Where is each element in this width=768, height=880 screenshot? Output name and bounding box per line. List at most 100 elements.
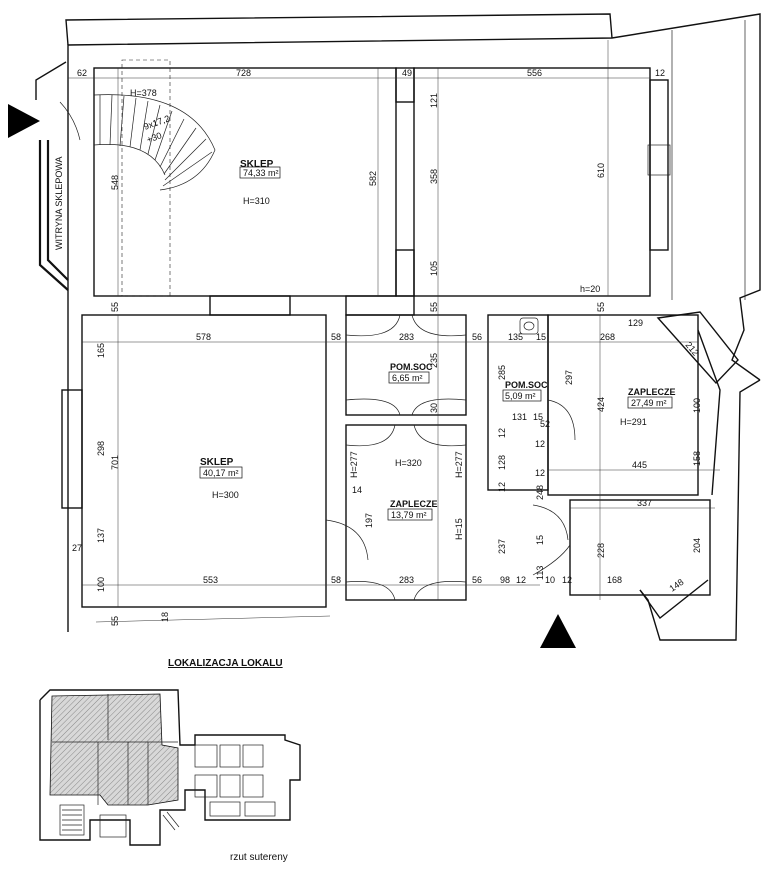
door-arc <box>532 544 571 576</box>
area-box <box>502 389 542 402</box>
wall-segment-2 <box>345 295 415 316</box>
room-area: 5,09 m² <box>505 391 536 401</box>
dimension: 204 <box>692 538 702 553</box>
room-height: H=310 <box>243 196 270 206</box>
dimension: 98 <box>500 575 510 585</box>
room-name: SKLEP <box>200 457 234 468</box>
zaplecze-right-wall <box>697 329 721 496</box>
dimension: 556 <box>527 68 542 78</box>
door-arc <box>345 398 401 416</box>
dimension: 14 <box>352 485 362 495</box>
stairs-label: 9x17,2 <box>142 113 171 132</box>
dimension: 548 <box>110 175 120 190</box>
pillar-bottom <box>395 249 415 297</box>
dimension: 728 <box>236 68 251 78</box>
lower-bay <box>639 579 709 620</box>
entrance-arrow-icon <box>8 104 40 138</box>
dimension: 12 <box>535 439 545 449</box>
dimension: 701 <box>110 455 120 470</box>
locator-title: LOKALIZACJA LOKALU <box>168 658 283 669</box>
dimension: 283 <box>399 575 414 585</box>
door-arc <box>345 581 396 601</box>
dimension: 113 <box>535 566 545 580</box>
dimension: 424 <box>596 397 606 412</box>
dimension: 12 <box>562 575 572 585</box>
room-name: SKLEP <box>240 159 274 170</box>
dimension: 105 <box>429 261 439 276</box>
dimension: 15 <box>536 332 546 342</box>
door-arc <box>532 504 569 541</box>
dimension: 297 <box>564 370 574 385</box>
dimension: 610 <box>596 163 606 178</box>
dimension: 121 <box>429 93 439 108</box>
room-name: POM.SOC <box>390 362 433 372</box>
door-arc <box>59 101 81 141</box>
outer-wall <box>67 13 761 632</box>
dimension: 578 <box>196 332 211 342</box>
locator-section: LOKALIZACJA LOKALU <box>39 658 301 863</box>
area-box <box>388 371 430 384</box>
window-pillar <box>647 144 671 176</box>
dimension: 237 <box>497 539 507 554</box>
outer-wall-right <box>639 379 761 641</box>
dimension: 12 <box>497 482 507 492</box>
room-height: H=300 <box>212 490 239 500</box>
zaplecze-right-room <box>547 314 699 496</box>
dimension: 553 <box>203 575 218 585</box>
room-area: 40,17 m² <box>203 468 239 478</box>
dimension: 18 <box>160 612 170 622</box>
locator-unit-highlight <box>49 693 179 806</box>
dimension: 445 <box>632 460 647 470</box>
sklep-top-room <box>93 67 397 297</box>
dimension: 12 <box>535 468 545 478</box>
dimension: 298 <box>96 441 106 456</box>
dimension: 10 <box>545 575 555 585</box>
stairs-label-2: +30 <box>145 130 163 145</box>
dimension: 49 <box>402 68 412 78</box>
dimension: 12 <box>516 575 526 585</box>
door-arc <box>547 399 576 441</box>
dimension: 15 <box>535 535 545 545</box>
dimension: 168 <box>607 575 622 585</box>
stairs-dashed <box>121 59 171 297</box>
locator-outline <box>39 689 301 846</box>
dimension: 165 <box>96 343 106 358</box>
dimension: 228 <box>596 543 606 558</box>
pillar-top <box>395 67 415 103</box>
height-label: H=320 <box>395 458 422 468</box>
dimension: 12 <box>497 428 507 438</box>
stairs-steps <box>99 94 213 187</box>
dimension: 235 <box>429 353 439 368</box>
area-box <box>627 396 673 409</box>
area-box <box>239 166 281 179</box>
vitrine-wall-inner <box>46 140 69 281</box>
window-wall-right <box>649 79 669 251</box>
dimension: 337 <box>637 498 652 508</box>
zaplecze-right-lower <box>569 499 711 596</box>
sklep-top-room-right <box>413 67 651 297</box>
dimension: 62 <box>77 68 87 78</box>
dimension: 285 <box>497 365 507 380</box>
dimension: 30 <box>429 403 439 413</box>
dimension: 55 <box>596 302 606 312</box>
room-area: 27,49 m² <box>631 398 667 408</box>
dimension: 131 <box>512 412 527 422</box>
dimension: 55 <box>110 616 120 626</box>
height-label: h=20 <box>580 284 600 294</box>
height-label: H=277 <box>349 451 359 478</box>
area-box <box>199 466 243 479</box>
vitrine-label: WITRYNA SKLEPOWA <box>54 156 64 250</box>
height-label: H=277 <box>454 451 464 478</box>
dimension: 137 <box>96 528 106 543</box>
door-arc <box>413 424 467 447</box>
dimension: 27 <box>72 543 82 553</box>
room-name: ZAPLECZE <box>628 387 676 397</box>
dimension: 55 <box>429 302 439 312</box>
stairs-inner <box>93 144 166 176</box>
door-arc <box>345 424 396 447</box>
room-height: H=291 <box>620 417 647 427</box>
dimension: 248 <box>535 485 545 500</box>
dimension: 100 <box>96 577 106 592</box>
sink-icon <box>519 317 539 335</box>
